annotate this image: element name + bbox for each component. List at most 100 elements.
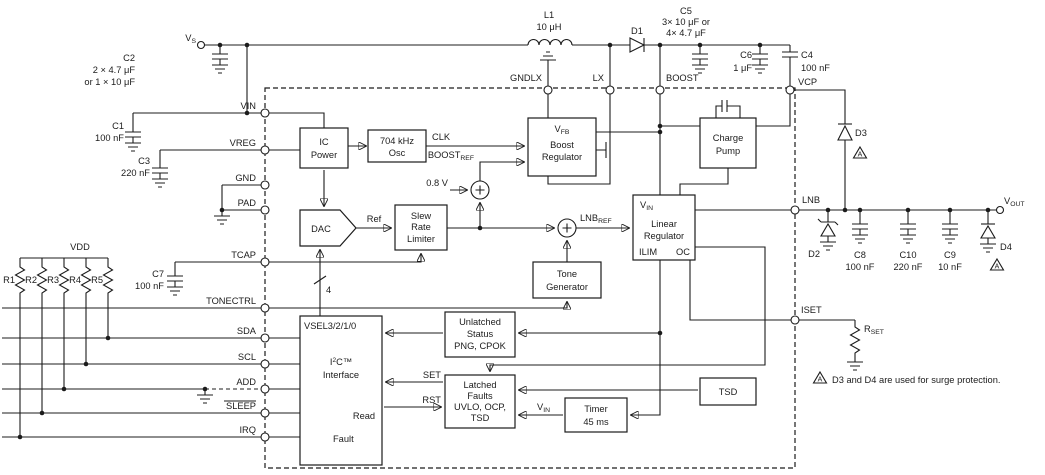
resistor-r3 — [58, 263, 70, 297]
tsd-block — [699, 377, 757, 406]
circuit-wires — [2, 44, 996, 438]
boostref-label: BOOSTREF — [428, 150, 474, 162]
c3-ref: C3 — [138, 156, 150, 166]
resistor-r4 — [80, 263, 92, 297]
pin-vcp — [785, 85, 795, 95]
capacitor-c10 — [900, 210, 916, 230]
vdd-label: VDD — [70, 242, 90, 252]
pin-gndlx — [543, 85, 553, 95]
c4-ref: C4 — [801, 50, 813, 60]
surge-marker-note-letter: A — [818, 377, 823, 384]
pin-lnb — [790, 205, 800, 215]
i2c-vsel: VSEL3/2/1/0 — [304, 321, 356, 331]
r2-ref: R2 — [25, 275, 37, 285]
c2-ref: C2 — [123, 53, 135, 63]
pin-gnd — [260, 180, 270, 190]
charge-pump-line1: Charge — [713, 133, 744, 143]
i2c-read: Read — [353, 411, 375, 421]
osc-block — [367, 129, 427, 163]
surge-note: D3 and D4 are used for surge protection. — [832, 375, 1000, 385]
charge-pump-line2: Pump — [716, 146, 740, 156]
pin-label-tcap: TCAP — [231, 250, 256, 260]
function-blocks — [299, 117, 757, 466]
junction-dots — [17, 42, 991, 440]
pin-label-lnb: LNB — [802, 195, 820, 205]
osc-line1: 704 kHz — [380, 136, 414, 146]
l1-value: 10 μH — [537, 22, 562, 32]
tone-line2: Generator — [546, 282, 588, 292]
pin-pad — [260, 205, 270, 215]
set-label: SET — [423, 370, 441, 380]
osc-line2: Osc — [389, 148, 406, 158]
c10-value: 220 nF — [894, 262, 923, 272]
pin-sleep — [260, 408, 270, 418]
c6-ref: C6 — [740, 50, 752, 60]
boost-mosfet — [547, 138, 611, 185]
pin-label-gnd: GND — [235, 173, 256, 183]
r4-ref: R4 — [69, 275, 81, 285]
ic-power-line2: Power — [311, 150, 337, 160]
latched-line2: Faults — [467, 391, 493, 401]
pin-label-sda: SDA — [237, 326, 257, 336]
pin-vin — [260, 108, 270, 118]
pin-label-pad: PAD — [238, 198, 257, 208]
pin-scl — [260, 359, 270, 369]
pin-tonectrl — [260, 303, 270, 313]
diode-d3 — [794, 89, 853, 210]
c1-value: 100 nF — [95, 133, 124, 143]
vout-label: VOUT — [1004, 196, 1025, 208]
pin-iset — [790, 315, 800, 325]
c2-value: 2 × 4.7 μF — [93, 65, 136, 75]
ic-power-line1: IC — [319, 137, 329, 147]
surge-markers — [812, 145, 1005, 384]
boost-reg-line1: Boost — [550, 140, 574, 150]
slew-line1: Slew — [411, 211, 431, 221]
signal-arrows — [269, 146, 766, 415]
resistor-r2 — [36, 263, 48, 297]
r1-ref: R1 — [3, 275, 15, 285]
ref-label: Ref — [367, 214, 382, 224]
pin-label-lx: LX — [593, 73, 604, 83]
c3-value: 220 nF — [121, 168, 150, 178]
labels: VS C2 2 × 4.7 μF or 1 × 10 μF C1 100 nF … — [3, 6, 1024, 444]
i2c-interface: Interface — [323, 370, 359, 380]
c9-ref: C9 — [944, 250, 956, 260]
latched-line3: UVLO, OCP, — [454, 402, 506, 412]
bus-width-label: 4 — [326, 285, 331, 295]
c7-value: 100 nF — [135, 281, 164, 291]
pin-label-vreg: VREG — [230, 138, 256, 148]
pin-label-vcp: VCP — [798, 77, 817, 87]
vout-terminal — [995, 205, 1005, 215]
d3-ref: D3 — [855, 128, 867, 138]
tone-line1: Tone — [557, 269, 577, 279]
slew-line3: Limiter — [407, 234, 435, 244]
pin-label-iset: ISET — [801, 305, 822, 315]
pin-label-add: ADD — [236, 377, 256, 387]
linear-line1: Linear — [651, 219, 677, 229]
resistor-r5 — [102, 263, 114, 297]
slew-rate-limiter-block — [394, 204, 448, 251]
vs-terminal — [196, 40, 206, 50]
pin-sda — [260, 333, 270, 343]
slew-line2: Rate — [411, 222, 431, 232]
vin-timer-label: VIN — [537, 402, 550, 414]
c2-value2: or 1 × 10 μF — [84, 77, 135, 87]
pin-lx — [605, 85, 615, 95]
r3-ref: R3 — [47, 275, 59, 285]
latched-faults-block — [444, 374, 516, 429]
c8-ref: C8 — [854, 250, 866, 260]
c6-value: 1 μF — [733, 63, 752, 73]
zener-d2 — [817, 210, 839, 237]
linear-oc: OC — [676, 247, 690, 257]
c7-ref: C7 — [152, 269, 164, 279]
unlatched-line1: Unlatched — [459, 317, 501, 327]
surge-marker-note — [812, 370, 828, 384]
i2c-interface-block — [299, 315, 383, 466]
package-pins — [196, 40, 1005, 442]
ic-boundary — [264, 87, 796, 469]
diode-d1 — [629, 37, 646, 53]
timer-block — [564, 397, 628, 433]
pin-label-boost: BOOST — [666, 73, 699, 83]
resistor-r1 — [14, 263, 26, 297]
